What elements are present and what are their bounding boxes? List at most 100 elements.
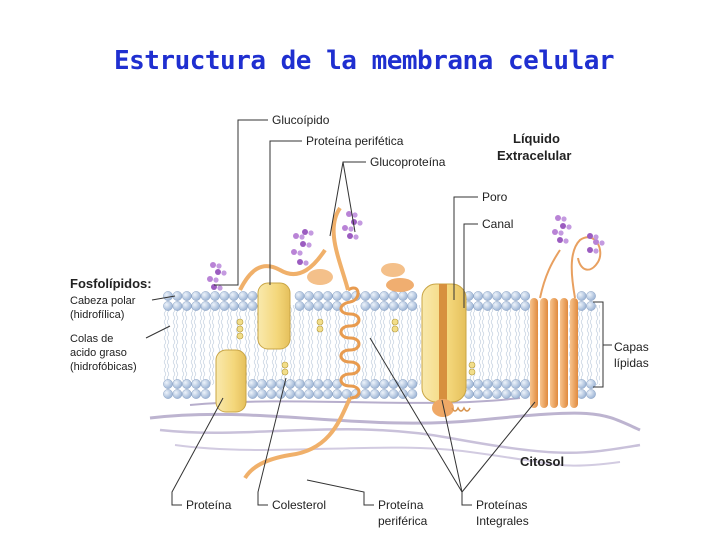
phospholipid-head — [191, 379, 202, 389]
phospholipid-head — [304, 389, 314, 399]
label-proteina-periferica-top: Proteína perifética — [306, 134, 404, 148]
phospholipid-head — [520, 301, 531, 311]
label-canal: Canal — [482, 217, 513, 231]
phospholipid-head — [586, 379, 596, 389]
phospholipid-head — [313, 389, 324, 399]
label-glucolipido: Glucoípido — [272, 113, 330, 127]
glycan-unit — [306, 242, 312, 248]
phospholipid-head — [482, 301, 493, 311]
phospholipid-head — [191, 389, 202, 399]
phospholipid-head — [238, 291, 249, 301]
phospholipid-head — [501, 389, 512, 399]
glycan-unit — [552, 229, 558, 235]
glycan-chains — [207, 211, 605, 291]
phospholipid-head — [360, 291, 371, 301]
phospholipid-head — [360, 379, 371, 389]
slide-title: Estructura de la membrana celular — [113, 46, 615, 76]
phospholipid-head — [228, 301, 239, 311]
peripheral-protein-strand — [238, 248, 327, 291]
phospholipid-head — [294, 389, 305, 399]
phospholipid-head — [219, 291, 230, 301]
phospholipid-head — [257, 379, 267, 389]
glycan-unit — [291, 249, 297, 255]
glycan-unit — [587, 233, 593, 239]
phospholipid-head — [501, 379, 512, 389]
glycan-unit — [293, 233, 299, 239]
label-proteina: Proteína — [186, 498, 232, 512]
phospholipid-head — [313, 301, 324, 311]
phospholipid-head — [398, 301, 408, 311]
glycan-unit — [308, 230, 314, 236]
phospholipid-head — [473, 301, 484, 311]
glycan-unit — [210, 262, 216, 268]
glycan-unit — [560, 223, 566, 229]
phospholipid-head — [492, 301, 502, 311]
phospholipid-head — [520, 389, 531, 399]
label-liquido: Líquido — [513, 131, 560, 146]
glycan-unit — [297, 250, 303, 256]
phospholipid-head — [586, 291, 596, 301]
cholesterol — [236, 318, 476, 376]
glycan-unit — [221, 270, 227, 276]
phospholipid-head — [163, 389, 173, 399]
phospholipid-head — [388, 291, 399, 301]
phospholipid-head — [257, 389, 267, 399]
glycan-unit — [557, 237, 563, 243]
label-colesterol: Colesterol — [272, 498, 326, 512]
phospholipid-head — [332, 389, 343, 399]
glycan-unit — [346, 211, 352, 217]
glycan-unit — [351, 219, 357, 225]
glycan-unit — [587, 247, 593, 253]
phospholipid-head — [510, 389, 521, 399]
phospholipid-head — [576, 301, 587, 311]
phospholipid-head — [407, 379, 418, 389]
phospholipid-head — [294, 301, 305, 311]
glycan-unit — [599, 240, 605, 246]
glycan-unit — [348, 226, 354, 232]
glycan-unit — [216, 263, 222, 269]
inner-phospholipid-heads — [163, 379, 596, 399]
phospholipid-head — [407, 301, 418, 311]
label-poro: Poro — [482, 190, 508, 204]
label-colas-de: Colas de — [70, 333, 113, 345]
phospholipid-head — [266, 379, 277, 389]
phospholipid-head — [304, 379, 314, 389]
channel-protein — [530, 236, 602, 408]
label-proteinas-integrales-2: Integrales — [476, 514, 529, 528]
phospholipid-head — [163, 291, 173, 301]
leader-lines — [145, 119, 612, 506]
phospholipid-head — [322, 379, 333, 389]
phospholipid-head — [510, 291, 521, 301]
glycan-unit — [566, 224, 572, 230]
glycan-unit — [213, 277, 219, 283]
phospholipid-head — [210, 301, 220, 311]
label-extracelular: Extracelular — [497, 148, 571, 163]
glycan-unit — [593, 239, 599, 245]
phospholipid-head — [172, 379, 183, 389]
phospholipid-head — [473, 291, 484, 301]
phospholipid-head — [163, 301, 173, 311]
phospholipid-head — [322, 291, 333, 301]
glycan-unit — [561, 216, 567, 222]
phospholipid-head — [510, 379, 521, 389]
phospholipid-head — [313, 379, 324, 389]
phospholipid-head — [200, 389, 211, 399]
phospholipid-head — [501, 291, 512, 301]
phospholipid-head — [492, 389, 502, 399]
label-hidrofobicas: (hidrofóbicas) — [70, 361, 137, 373]
glycoprotein-helix — [243, 206, 361, 480]
label-proteina-periferica-bottom-1: Proteína — [378, 498, 424, 512]
phospholipid-head — [407, 389, 418, 399]
phospholipid-head — [379, 379, 390, 389]
surface-blob — [386, 278, 414, 292]
label-cabeza-polar: Cabeza polar — [70, 295, 136, 307]
phospholipid-head — [586, 389, 596, 399]
phospholipid-head — [247, 291, 258, 301]
glycan-unit — [563, 238, 569, 244]
glycan-unit — [215, 269, 221, 275]
label-fosfolipidos: Fosfolípidos: — [70, 276, 152, 291]
phospholipid-head — [360, 389, 371, 399]
phospholipid-head — [181, 389, 192, 399]
glycan-unit — [342, 225, 348, 231]
